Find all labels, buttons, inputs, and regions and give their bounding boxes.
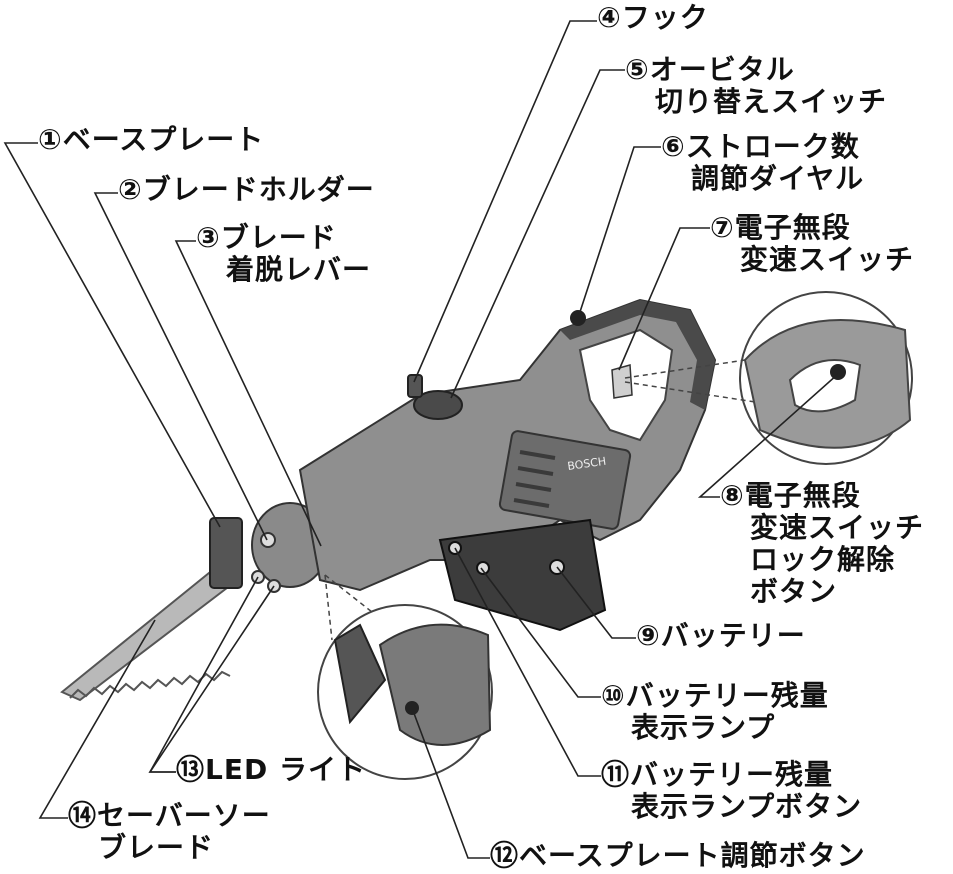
callout-stroke-dial: ⑥ストローク数 調節ダイヤル bbox=[661, 130, 865, 195]
leader-lines bbox=[3, 20, 839, 859]
callout-battery-lamp: ⑩バッテリー残量 表示ランプ bbox=[601, 679, 829, 744]
callout-battery: ⑨バッテリー bbox=[636, 619, 806, 652]
orbital-switch bbox=[413, 390, 463, 420]
vent-slots bbox=[513, 450, 556, 508]
callout-battery-lamp-button: ⑪バッテリー残量 表示ランプボタン bbox=[601, 758, 863, 823]
base-plate bbox=[209, 517, 243, 589]
callout-baseplate-adjust-button: ⑫ベースプレート調節ボタン bbox=[490, 839, 866, 872]
callout-orbital-switch: ⑤オービタル 切り替えスイッチ bbox=[625, 53, 888, 118]
trigger bbox=[611, 364, 633, 399]
callout-led-light: ⑬LED ライト bbox=[176, 753, 366, 786]
callout-blade-holder: ②ブレードホルダー bbox=[118, 173, 375, 206]
callout-base-plate: ①ベースプレート bbox=[38, 123, 265, 156]
hook bbox=[407, 374, 423, 398]
callout-blade-release-lever: ③ブレード 着脱レバー bbox=[196, 221, 372, 286]
blade-holder-pin bbox=[260, 532, 276, 548]
callout-saber-saw-blade: ⑭セーバーソー ブレード bbox=[68, 799, 271, 864]
brand-logo: BOSCH bbox=[567, 455, 607, 473]
callout-variable-speed-switch: ⑦電子無段 変速スイッチ bbox=[710, 211, 915, 276]
battery-lamp-button bbox=[476, 561, 490, 575]
callout-switch-lock-button: ⑧電子無段 変速スイッチ ロック解除 ボタン bbox=[720, 479, 925, 608]
handle-grip bbox=[560, 300, 715, 410]
lock-button bbox=[830, 364, 846, 380]
battery bbox=[438, 518, 607, 632]
callout-hook: ④フック bbox=[597, 1, 709, 34]
